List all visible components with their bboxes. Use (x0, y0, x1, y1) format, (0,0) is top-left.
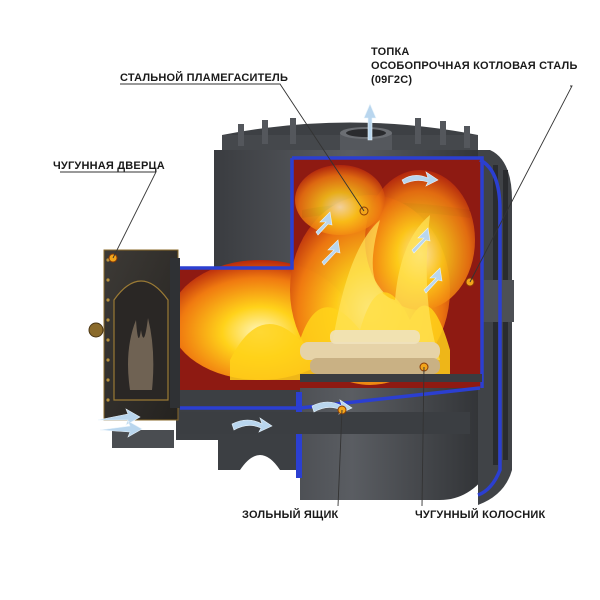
label-ash-box: ЗОЛЬНЫЙ ЯЩИК (242, 509, 339, 521)
cast-iron-door (88, 249, 180, 421)
label-firebox-title: ТОПКА (371, 46, 410, 58)
air-arrows (97, 103, 443, 438)
door-handle (88, 322, 104, 338)
grate-bar (300, 374, 482, 382)
label-firebox-grade: (09Г2С) (371, 74, 413, 86)
label-grate: ЧУГУННЫЙ КОЛОСНИК (415, 509, 546, 521)
logs (300, 330, 440, 374)
top-grille-bars (238, 118, 470, 148)
leader-lines (60, 83, 573, 507)
label-flame-arrester: СТАЛЬНОЙ ПЛАМЕГАСИТЕЛЬ (120, 72, 289, 84)
ash-box (112, 412, 470, 448)
label-firebox-material: ОСОБОПРОЧНАЯ КОТЛОВАЯ СТАЛЬ (371, 60, 578, 72)
blue-liner (180, 156, 502, 497)
label-door: ЧУГУННАЯ ДВЕРЦА (53, 160, 165, 172)
